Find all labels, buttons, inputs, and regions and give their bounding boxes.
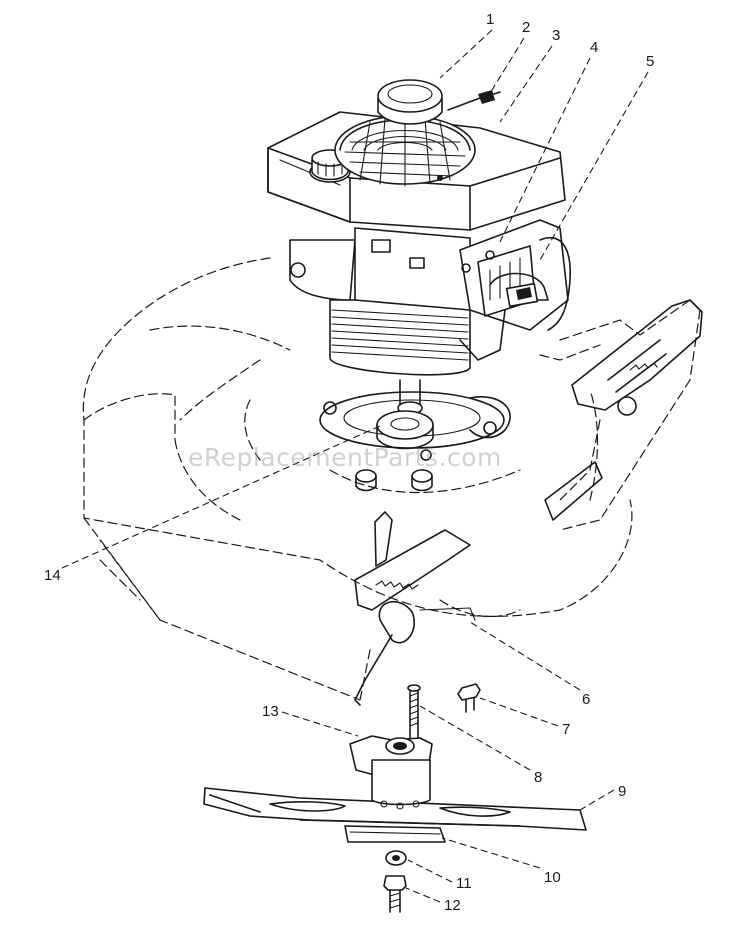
callout-10: 10 (544, 869, 561, 886)
callout-7: 7 (562, 721, 570, 738)
callout-12: 12 (444, 897, 461, 914)
callout-1: 1 (486, 11, 494, 28)
hex-bolt (457, 683, 481, 713)
adapter-hub (349, 735, 433, 810)
engine (267, 79, 571, 449)
blade-screw (383, 875, 407, 913)
blade (203, 787, 587, 831)
callout-labels: 1 2 3 4 5 6 7 8 9 10 11 12 13 14 (44, 11, 654, 914)
throttle-cable-end (447, 90, 501, 111)
callout-14: 14 (44, 567, 61, 584)
height-adjuster (354, 511, 476, 706)
watermark-text: eReplacementParts.com (188, 443, 502, 472)
blade-adapter (355, 379, 434, 492)
blade-bolt (407, 684, 421, 741)
mower-deck (82, 257, 701, 701)
callout-8: 8 (534, 769, 542, 786)
leader-lines (61, 29, 649, 903)
washer (385, 850, 407, 866)
air-cleaner-cap (377, 79, 443, 125)
callout-5: 5 (646, 53, 654, 70)
callout-13: 13 (262, 703, 279, 720)
handle-bracket (544, 299, 703, 521)
callout-3: 3 (552, 27, 560, 44)
callout-11: 11 (456, 875, 472, 892)
blade-stiffener (344, 825, 446, 843)
callout-2: 2 (522, 19, 530, 36)
callout-9: 9 (618, 783, 626, 800)
callout-6: 6 (582, 691, 590, 708)
cooling-fins (331, 309, 469, 361)
callout-4: 4 (590, 39, 598, 56)
